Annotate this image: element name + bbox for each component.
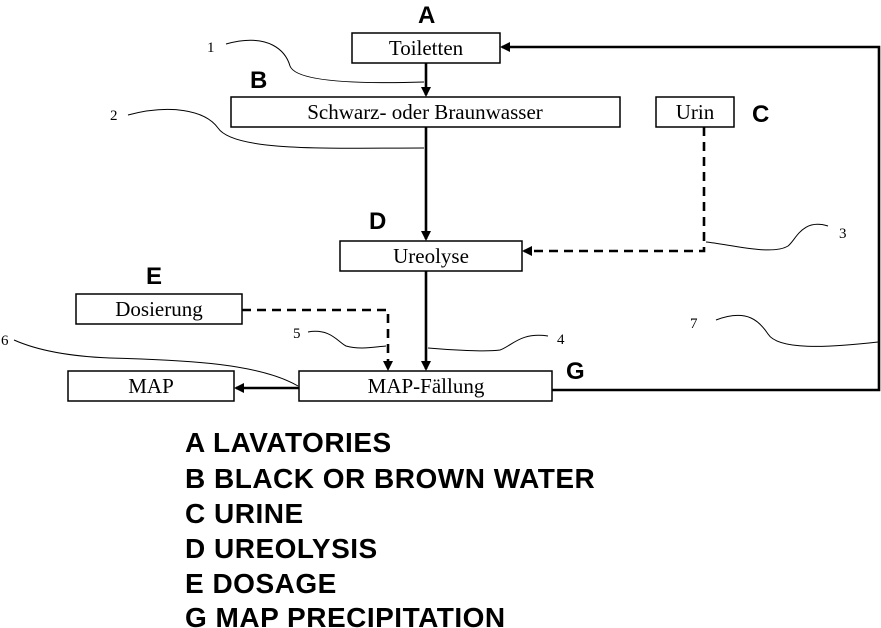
callout-1: 1 — [207, 40, 215, 56]
letter-g: G — [566, 358, 585, 385]
letter-a: A — [418, 2, 435, 29]
box-ureolyse-label: Ureolyse — [393, 244, 469, 268]
leader-line-1 — [225, 39, 425, 84]
callout-7: 7 — [690, 316, 698, 332]
legend-item-a: A LAVATORIES — [185, 427, 392, 458]
box-schwarzwasser-label: Schwarz- oder Braunwasser — [307, 100, 543, 124]
box-ureolyse: Ureolyse — [339, 240, 523, 272]
box-schwarzwasser: Schwarz- oder Braunwasser — [230, 96, 621, 128]
callout-5: 5 — [293, 326, 301, 342]
letter-e: E — [146, 263, 162, 290]
callout-3: 3 — [839, 226, 847, 242]
callout-2: 2 — [110, 108, 118, 124]
box-urin: Urin — [655, 96, 735, 128]
box-toiletten-label: Toiletten — [389, 36, 464, 60]
box-toiletten: Toiletten — [351, 32, 501, 64]
leader-line-7 — [715, 315, 879, 347]
box-map: MAP — [67, 370, 235, 402]
arrow-recycle-to-toiletten — [500, 42, 881, 392]
leader-line-4 — [427, 334, 549, 352]
letter-b: B — [250, 67, 267, 94]
arrow-urin-to-ureolyse — [522, 127, 706, 256]
box-dosierung-label: Dosierung — [115, 297, 203, 321]
box-map-faellung-label: MAP-Fällung — [368, 374, 485, 398]
box-map-faellung: MAP-Fällung — [298, 370, 553, 402]
callout-4: 4 — [557, 332, 565, 348]
legend-item-c: C URINE — [185, 498, 304, 529]
legend-item-d: D UREOLYSIS — [185, 533, 378, 564]
leader-line-2 — [127, 109, 425, 149]
leader-line-5 — [307, 330, 387, 349]
box-urin-label: Urin — [676, 100, 715, 124]
box-dosierung: Dosierung — [75, 293, 243, 325]
leader-line-6 — [13, 339, 299, 387]
letter-c: C — [752, 101, 769, 128]
callout-6: 6 — [1, 333, 9, 349]
arrow-dosierung-to-map-faellung — [242, 308, 393, 371]
legend-item-g: G MAP PRECIPITATION — [185, 602, 506, 628]
legend-item-e: E DOSAGE — [185, 568, 337, 599]
legend-item-b: B BLACK OR BROWN WATER — [185, 463, 595, 494]
legend: A LAVATORIES B BLACK OR BROWN WATER C UR… — [185, 427, 595, 628]
leader-line-3 — [705, 223, 829, 251]
letter-d: D — [369, 208, 386, 235]
box-map-label: MAP — [128, 374, 174, 398]
